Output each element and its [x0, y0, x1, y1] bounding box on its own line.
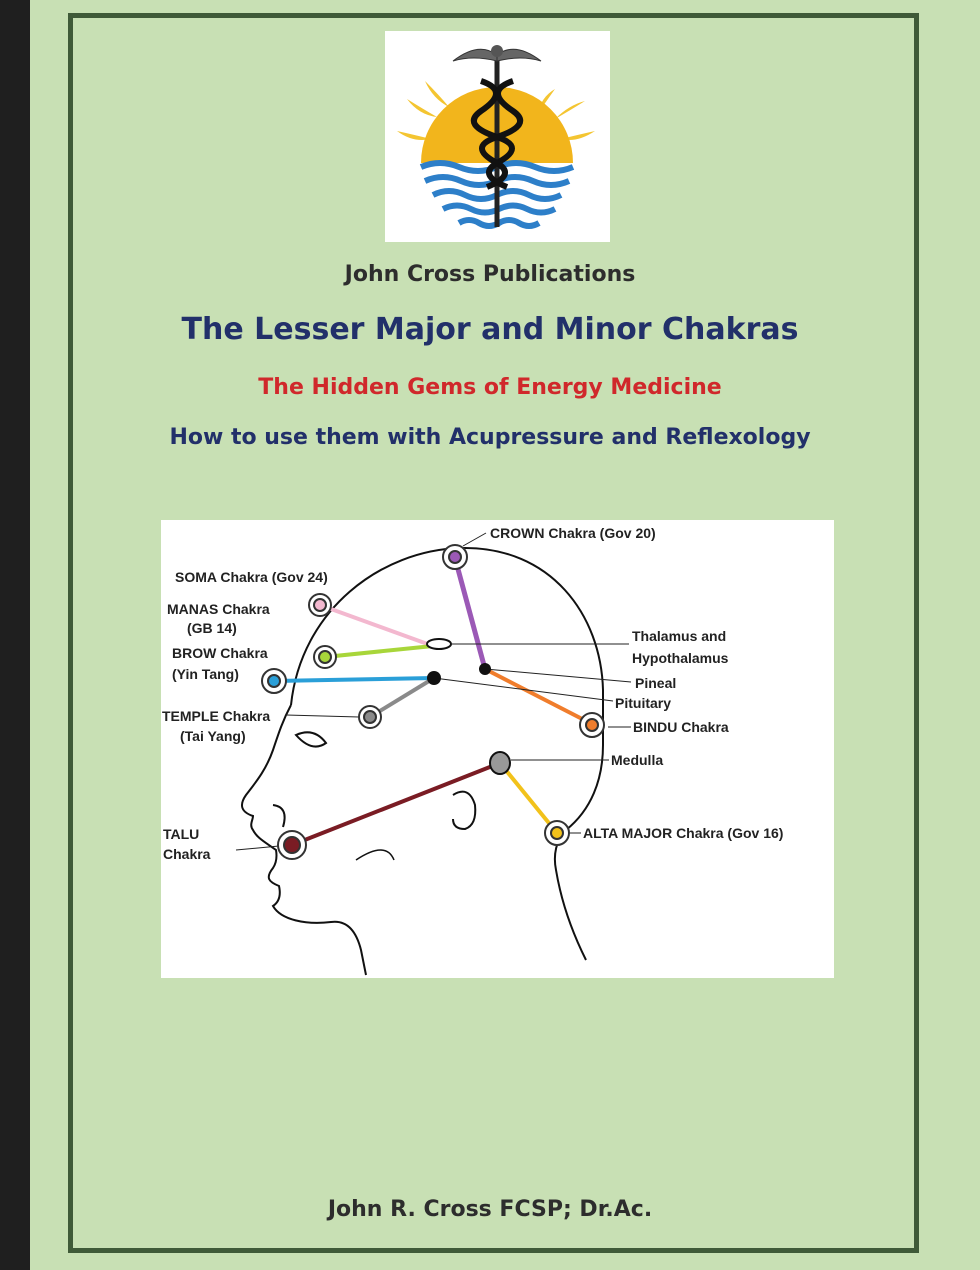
jaw-line	[355, 849, 395, 861]
soma-label: SOMA Chakra (Gov 24)	[175, 569, 328, 585]
crown-label: CROWN Chakra (Gov 20)	[490, 525, 656, 541]
chakra-head-diagram: CROWN Chakra (Gov 20) SOMA Chakra (Gov 2…	[161, 520, 834, 978]
manas-bar	[324, 644, 434, 659]
thalamus-label-2: Hypothalamus	[632, 650, 729, 666]
caduceus-sun-waves-icon	[397, 45, 595, 229]
book-tagline: How to use them with Acupressure and Ref…	[169, 425, 811, 450]
manas-label-2: (GB 14)	[187, 620, 237, 636]
pituitary-label: Pituitary	[615, 695, 671, 711]
face-profile	[240, 704, 367, 976]
head-outline	[290, 546, 604, 961]
temple-bar	[368, 676, 436, 719]
alta-major-label: ALTA MAJOR Chakra (Gov 16)	[583, 825, 783, 841]
thalamus-node	[426, 638, 452, 650]
crown-bar	[452, 557, 488, 670]
pineal-node	[479, 663, 491, 675]
temple-label-1: TEMPLE Chakra	[162, 708, 270, 724]
publisher-name: John Cross Publications	[344, 262, 636, 287]
brow-bar	[273, 676, 435, 683]
publisher-logo	[385, 31, 610, 242]
talu-label-2: Chakra	[163, 846, 211, 862]
book-title: The Lesser Major and Minor Chakras	[181, 312, 799, 347]
talu-label-1: TALU	[163, 826, 199, 842]
book-subtitle: The Hidden Gems of Energy Medicine	[258, 375, 722, 400]
medulla-node	[489, 751, 511, 775]
medulla-label: Medulla	[611, 752, 663, 768]
pituitary-node	[427, 671, 441, 685]
nose-line	[272, 804, 286, 828]
bindu-bar	[484, 667, 593, 726]
brow-label-2: (Yin Tang)	[172, 666, 239, 682]
alta-major-bar	[498, 761, 559, 835]
eye-shape	[294, 731, 328, 748]
thalamus-label-1: Thalamus and	[632, 628, 726, 644]
pineal-label: Pineal	[635, 675, 676, 691]
talu-bar	[291, 761, 501, 847]
temple-label-2: (Tai Yang)	[180, 728, 246, 744]
author-name: John R. Cross FCSP; Dr.Ac.	[327, 1197, 653, 1222]
manas-label-1: MANAS Chakra	[167, 601, 270, 617]
soma-bar	[319, 603, 434, 648]
brow-label-1: BROW Chakra	[172, 645, 268, 661]
ear-shape	[452, 790, 477, 831]
cover-frame	[68, 13, 919, 1253]
bindu-label: BINDU Chakra	[633, 719, 729, 735]
